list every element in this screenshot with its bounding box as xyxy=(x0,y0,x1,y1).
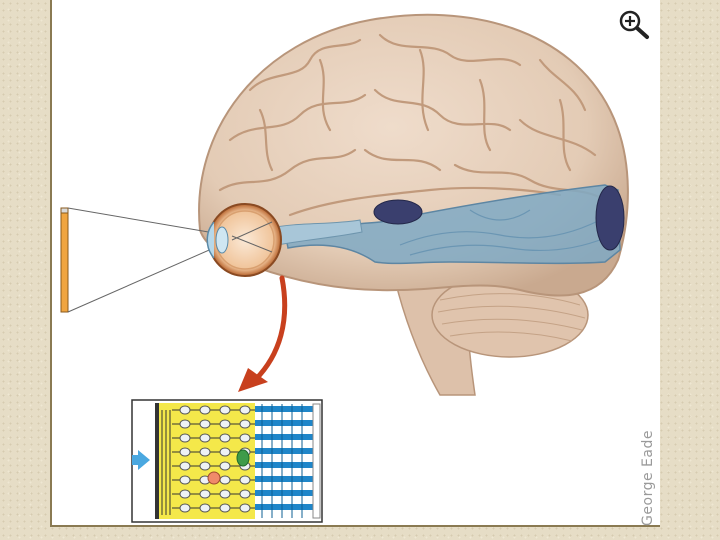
retina-cell xyxy=(219,405,231,415)
retina-cell xyxy=(199,489,211,499)
retina-cell xyxy=(179,461,191,471)
retina-cell xyxy=(239,489,251,499)
retina-cell xyxy=(179,489,191,499)
retina-cell xyxy=(179,433,191,443)
eye xyxy=(206,203,282,277)
retina-cell xyxy=(219,489,231,499)
retina-cell xyxy=(179,475,191,485)
retina-cell xyxy=(179,503,191,513)
visual-pathway xyxy=(284,184,621,265)
lateral-geniculate-nucleus xyxy=(373,199,423,225)
input-arrow-icon xyxy=(132,450,150,470)
retina-cell xyxy=(239,503,251,513)
retina-cell xyxy=(219,475,231,485)
retina-cell xyxy=(179,447,191,457)
retina-cell xyxy=(179,405,191,415)
retina-cell xyxy=(219,461,231,471)
retina-cell xyxy=(219,447,231,457)
optic-nerve xyxy=(269,219,363,247)
retina-cell xyxy=(239,405,251,415)
retina-cell xyxy=(179,419,191,429)
visual-cortex xyxy=(595,185,625,251)
retina-cell xyxy=(199,447,211,457)
image-credit: George Eade xyxy=(640,430,656,526)
retina-cell xyxy=(199,503,211,513)
retina-cell xyxy=(219,433,231,443)
retina-cell xyxy=(239,475,251,485)
zoom-in-icon[interactable] xyxy=(616,8,652,40)
retina-cell xyxy=(199,419,211,429)
retina-cell xyxy=(199,461,211,471)
retina-cell xyxy=(239,433,251,443)
retina-cell xyxy=(199,405,211,415)
retina-cell xyxy=(239,419,251,429)
object-pencil xyxy=(60,207,69,313)
retina-cell xyxy=(219,419,231,429)
gyri-folds xyxy=(218,33,607,217)
retina-cell xyxy=(199,433,211,443)
retina-cell xyxy=(219,503,231,513)
retina-detail-panel xyxy=(131,399,323,523)
curved-arrow-icon xyxy=(238,275,288,392)
